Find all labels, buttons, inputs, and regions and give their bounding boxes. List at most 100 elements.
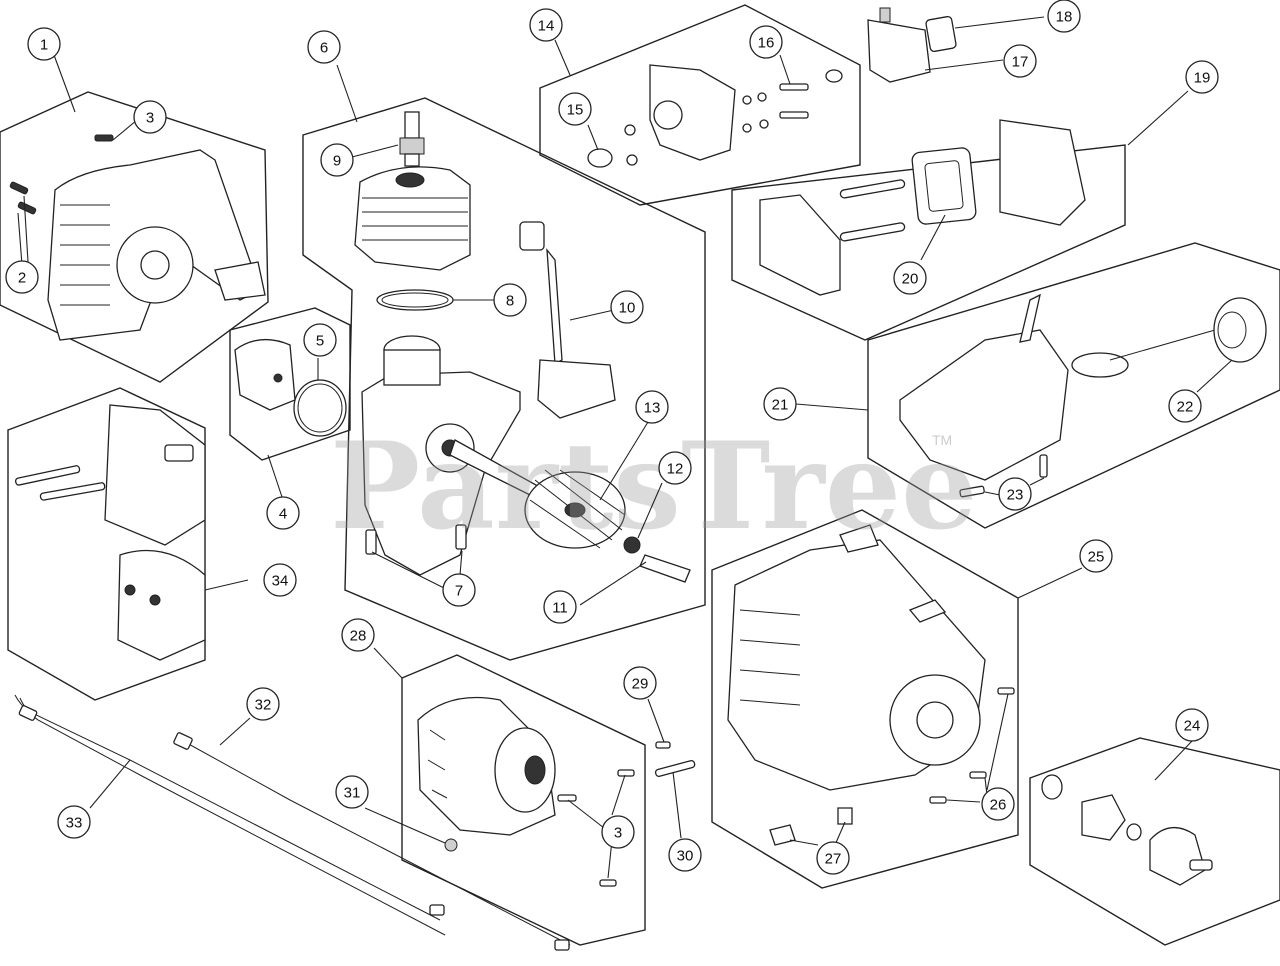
callout-c8: 8 xyxy=(493,283,527,317)
callout-number: 6 xyxy=(320,40,328,57)
sleeve-part xyxy=(639,554,691,583)
callout-bubble xyxy=(610,290,644,324)
callout-bubble xyxy=(658,451,692,485)
air-filter-part xyxy=(759,119,1086,296)
callout-number: 18 xyxy=(1056,9,1073,26)
callout-bubble xyxy=(668,838,702,872)
callout-c33: 33 xyxy=(57,805,91,839)
callout-c2: 2 xyxy=(5,260,39,294)
crankcase-part xyxy=(361,335,546,576)
callout-bubble xyxy=(623,666,657,700)
callout-number: 5 xyxy=(316,333,324,350)
callout-bubble xyxy=(266,496,300,530)
callout-c15: 15 xyxy=(558,92,592,126)
callout-bubble xyxy=(341,618,375,652)
callout-bubble xyxy=(635,390,669,424)
callout-bubble xyxy=(307,30,341,64)
engine-shroud-part xyxy=(9,134,266,341)
callout-bubble xyxy=(543,590,577,624)
callout-c20: 20 xyxy=(893,261,927,295)
screw-3d xyxy=(617,769,635,777)
callout-c1: 1 xyxy=(27,27,61,61)
callout-number: 13 xyxy=(644,400,661,417)
callout-number: 29 xyxy=(632,676,649,693)
cylinder-part xyxy=(354,166,471,271)
callout-bubble xyxy=(1079,539,1113,573)
callout-c19: 19 xyxy=(1185,60,1219,94)
panel-recoil-starter xyxy=(711,509,1019,889)
callout-c3a: 3 xyxy=(133,100,167,134)
callout-bubble xyxy=(335,775,369,809)
callout-c31: 31 xyxy=(335,775,369,809)
assembly-panels xyxy=(0,4,1280,946)
callout-bubble xyxy=(816,841,850,875)
fuel-tank-part xyxy=(899,293,1267,481)
callout-c28: 28 xyxy=(341,618,375,652)
callout-bubble xyxy=(27,27,61,61)
clutch-part xyxy=(1041,774,1213,886)
callout-bubble xyxy=(601,815,635,849)
callout-c18: 18 xyxy=(1047,0,1081,33)
callout-c5: 5 xyxy=(303,323,337,357)
callout-bubble xyxy=(981,787,1015,821)
callout-c13: 13 xyxy=(635,390,669,424)
callout-bubble xyxy=(1175,708,1209,742)
clip-27a xyxy=(769,824,796,846)
callout-number: 28 xyxy=(350,628,367,645)
callout-bubble xyxy=(57,805,91,839)
screw-23a xyxy=(959,485,985,498)
watermark-trademark: TM xyxy=(932,432,952,448)
callout-number: 3 xyxy=(146,110,154,127)
callout-number: 19 xyxy=(1194,70,1211,87)
screw-29 xyxy=(655,741,671,749)
callout-bubble xyxy=(442,573,476,607)
panel-clutch xyxy=(1029,737,1280,946)
callout-number: 26 xyxy=(990,797,1007,814)
callout-bubble xyxy=(133,100,167,134)
callout-number: 1 xyxy=(40,37,48,54)
screw-26c xyxy=(929,796,947,804)
panel-muffler xyxy=(7,387,206,701)
callout-c21: 21 xyxy=(763,387,797,421)
panel-engine-housing xyxy=(0,91,269,383)
callout-c27: 27 xyxy=(816,841,850,875)
screw-26b xyxy=(969,771,987,779)
callout-c14: 14 xyxy=(529,8,563,42)
callout-bubble xyxy=(1168,389,1202,423)
callout-number: 12 xyxy=(667,461,684,478)
callout-bubble xyxy=(320,143,354,177)
callout-number: 10 xyxy=(619,300,636,317)
panel-drive-housing xyxy=(401,654,646,946)
panel-fuel-tank xyxy=(867,242,1280,529)
recoil-starter-part xyxy=(727,524,986,791)
carburetor-part xyxy=(867,7,957,83)
callout-c25: 25 xyxy=(1079,539,1113,573)
washer-part xyxy=(623,536,641,554)
watermark: PartsTree xyxy=(330,416,977,557)
screw-3e xyxy=(599,879,617,887)
callout-number: 11 xyxy=(552,600,568,617)
callout-number: 32 xyxy=(255,697,272,714)
ignition-coil-part xyxy=(519,221,616,419)
callout-c26: 26 xyxy=(981,787,1015,821)
callout-number: 25 xyxy=(1088,549,1105,566)
callout-bubble xyxy=(1003,44,1037,78)
callout-number: 34 xyxy=(272,573,289,590)
clip-27b xyxy=(837,807,853,825)
panel-ignition xyxy=(229,307,351,461)
callout-c22: 22 xyxy=(1168,389,1202,423)
callout-number: 8 xyxy=(506,293,514,310)
callout-bubble xyxy=(246,687,280,721)
nut-31 xyxy=(444,838,458,852)
screw-23b xyxy=(1039,454,1048,478)
callout-number: 23 xyxy=(1007,487,1024,504)
callout-c24: 24 xyxy=(1175,708,1209,742)
callout-number: 15 xyxy=(567,102,584,119)
callout-c16: 16 xyxy=(749,25,783,59)
callout-bubble xyxy=(303,323,337,357)
callout-number: 27 xyxy=(825,851,842,868)
part-drawings xyxy=(9,7,1267,951)
leader-lines xyxy=(17,16,1233,879)
